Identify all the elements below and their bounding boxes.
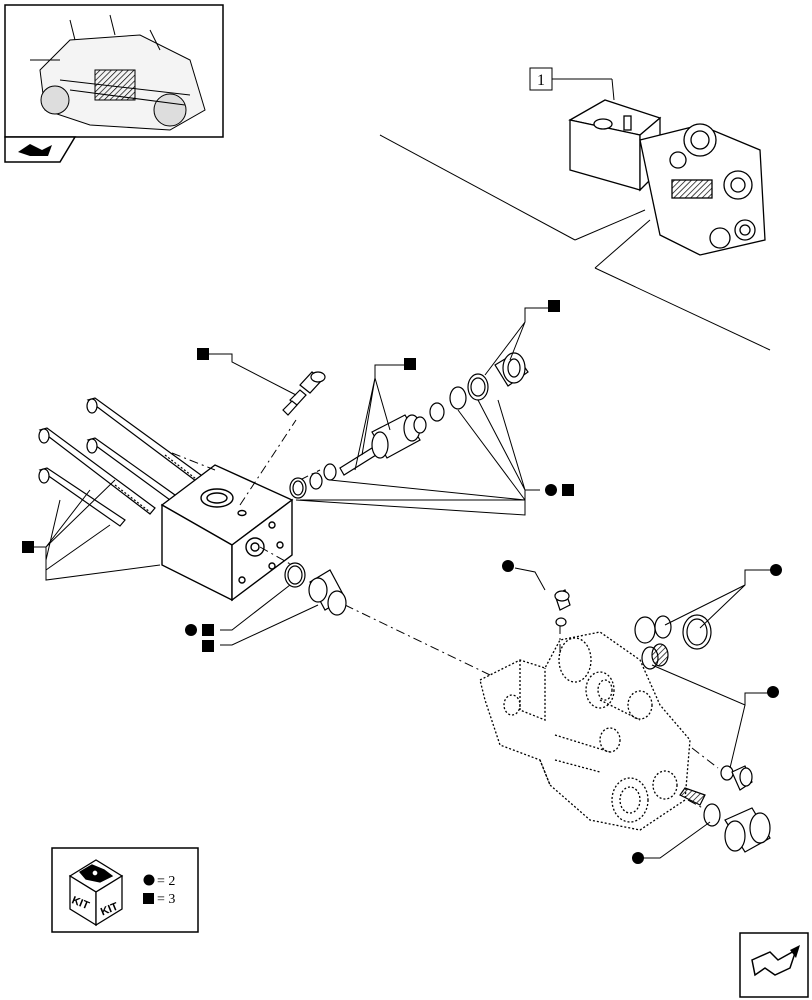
square-marker: [202, 624, 214, 636]
bolt-2: [38, 427, 156, 515]
square-marker: [548, 300, 560, 312]
legend-circle-marker: [143, 874, 155, 886]
assembled-valve-drawing: [568, 99, 766, 256]
valve-housing-dotted: [479, 631, 691, 831]
kit-box-icon: [68, 859, 124, 927]
housing-side-parts: [554, 589, 771, 853]
bolt-set: [38, 397, 206, 527]
section-reference-lines: [379, 134, 771, 351]
square-marker: [22, 541, 34, 553]
next-page-arrow-icon[interactable]: [739, 932, 809, 998]
reference-callout: 1: [529, 67, 615, 101]
spool-assembly: [289, 352, 529, 499]
o-ring-3: [323, 463, 337, 481]
circle-marker: [770, 564, 782, 576]
circle-marker: [767, 686, 779, 698]
circle-marker: [545, 484, 557, 496]
o-ring-5: [429, 402, 445, 422]
legend-circle-value: = 2: [157, 874, 175, 889]
square-marker: [202, 640, 214, 652]
circle-marker: [185, 624, 197, 636]
o-ring-6: [449, 386, 467, 410]
lower-seals: [284, 562, 347, 616]
alignment-lines: [171, 419, 719, 813]
tractor-transmission-thumbnail: [30, 14, 206, 131]
callout-leaders: [33, 307, 775, 859]
thumbnail-panel: [4, 4, 224, 163]
square-marker: [197, 348, 209, 360]
previous-page-arrow-icon[interactable]: [4, 136, 77, 163]
callout-markers: [22, 300, 782, 864]
circle-marker: [632, 852, 644, 864]
legend-square-marker: [143, 893, 154, 904]
square-marker: [404, 358, 416, 370]
callout-number: 1: [537, 72, 545, 89]
square-marker: [562, 484, 574, 496]
plug-fitting: [282, 371, 326, 416]
o-ring-4: [413, 416, 427, 434]
legend-square-value: = 3: [157, 892, 175, 907]
bolt-4: [38, 467, 126, 527]
o-ring-2: [309, 472, 323, 490]
kit-legend: KIT KIT = 2 = 3: [51, 847, 199, 933]
circle-marker: [502, 560, 514, 572]
valve-block: [160, 464, 294, 602]
